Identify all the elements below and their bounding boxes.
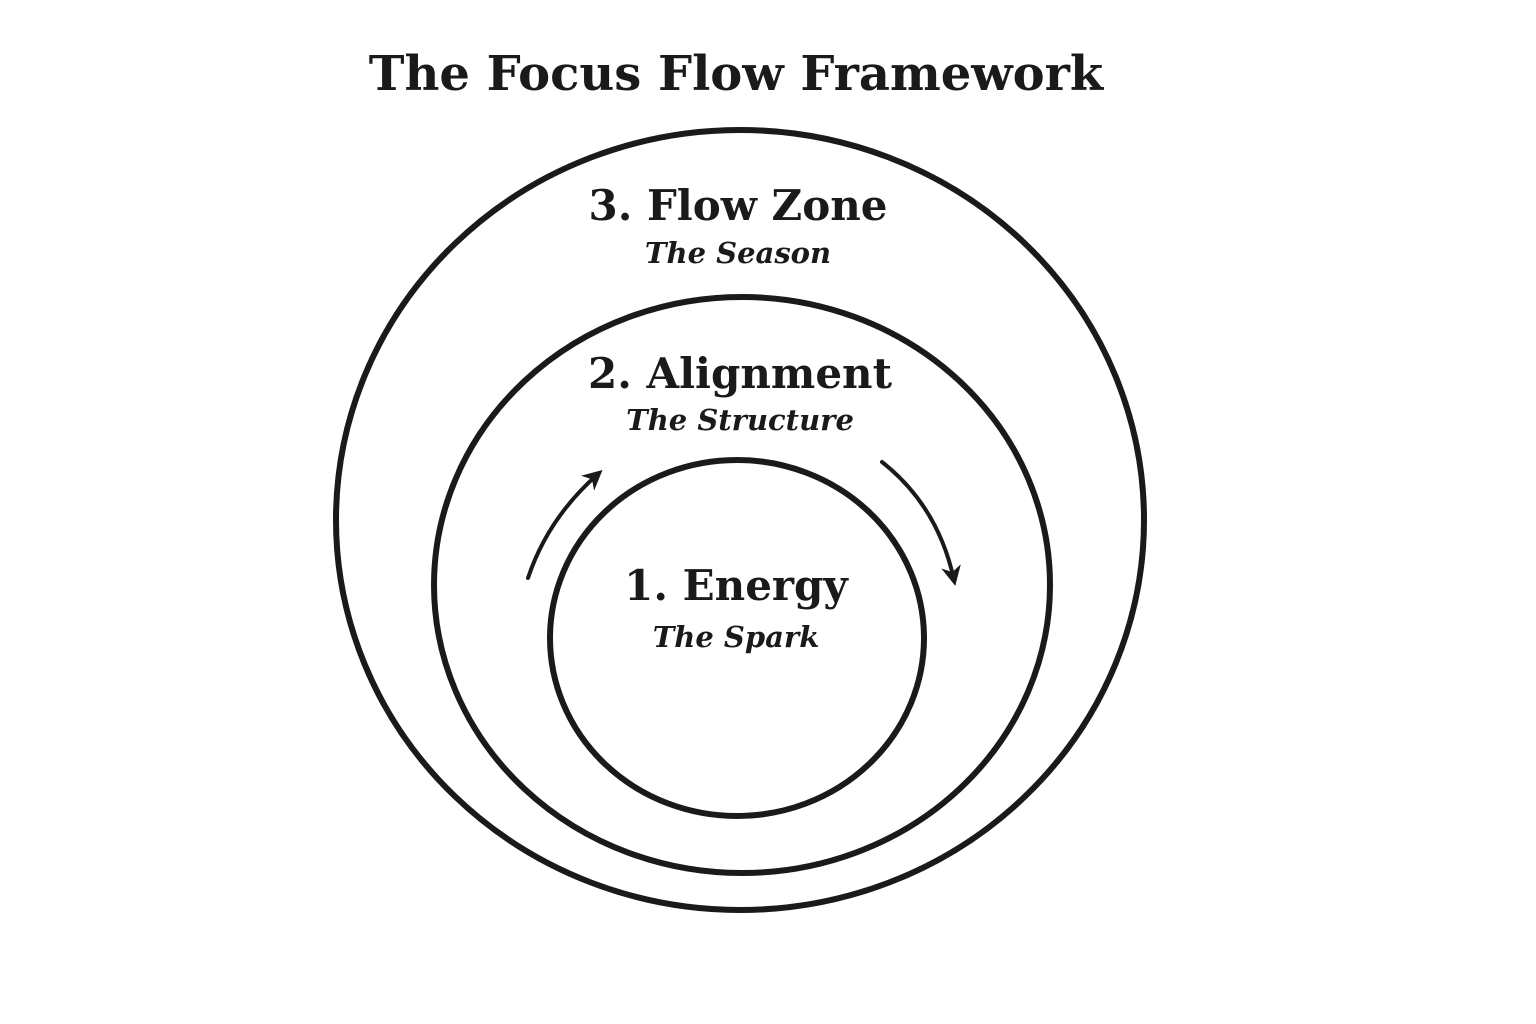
arrow-icon	[526, 470, 603, 580]
diagram-title: The Focus Flow Framework	[369, 46, 1105, 102]
alignment-subtitle: The Structure	[626, 403, 854, 437]
ring-energy	[547, 457, 927, 819]
alignment-label: 2. Alignment	[588, 349, 893, 398]
flow-zone-label: 3. Flow Zone	[589, 181, 888, 230]
ring-alignment	[431, 294, 1053, 876]
arrow-icon	[880, 460, 961, 586]
energy-subtitle: The Spark	[653, 620, 820, 654]
ring-flow-zone	[333, 127, 1147, 913]
flow-zone-subtitle: The Season	[645, 236, 831, 270]
energy-label: 1. Energy	[624, 561, 849, 610]
